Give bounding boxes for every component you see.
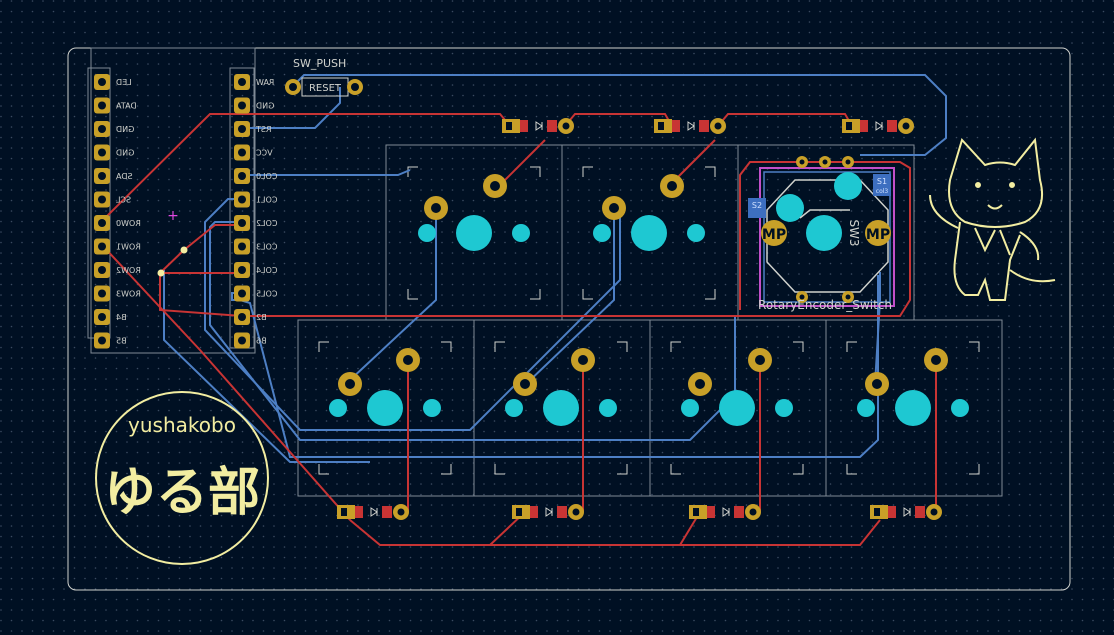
right-header-pin-label: COL4 <box>256 266 277 275</box>
switch-corner-marks <box>318 166 980 475</box>
board-outline <box>67 47 1071 591</box>
s1-sub-label: col3 <box>876 188 889 195</box>
left-header-pin[interactable]: B5 <box>94 332 127 349</box>
origin-marker: + <box>167 208 179 224</box>
encoder-label: RotaryEncoder_Switch <box>758 298 892 312</box>
mp-label-left: MP <box>762 227 786 243</box>
key-switch[interactable] <box>857 348 969 426</box>
left-header-pin[interactable]: ROW3 <box>94 285 141 302</box>
mp-label-right: MP <box>866 227 890 243</box>
right-header-pin[interactable]: B6 <box>234 332 267 349</box>
key-switch[interactable] <box>329 348 441 426</box>
diodes <box>337 118 942 520</box>
brand-text: yushakobo <box>128 413 236 437</box>
encoder-ref: SW3 <box>847 219 861 246</box>
right-header-pin[interactable]: COL2 <box>234 215 277 231</box>
left-header-pin-label: ROW2 <box>116 266 141 275</box>
left-header-pin[interactable]: ROW1 <box>94 238 141 255</box>
key-switch[interactable] <box>593 174 705 251</box>
reset-switch[interactable]: SW_PUSH RESET <box>285 57 363 97</box>
right-header-pin-label: RAW <box>256 78 274 87</box>
left-header-pin-label: B4 <box>116 313 127 322</box>
right-header-pin[interactable]: COL1 <box>234 191 277 208</box>
key-switch-footprints <box>329 174 969 426</box>
left-header-pin[interactable]: B4 <box>94 309 127 325</box>
right-header-pin-label: COL3 <box>256 243 277 252</box>
left-header-pin-label: DATA <box>115 102 136 111</box>
left-header-pin[interactable]: DATA <box>94 97 137 114</box>
right-header-pin[interactable]: GND <box>234 97 274 114</box>
left-header-pin[interactable]: GND <box>94 144 134 161</box>
reset-label: RESET <box>309 83 342 94</box>
diode[interactable] <box>502 118 574 134</box>
right-header-pin-label: COL2 <box>256 219 277 228</box>
right-header-pin-label: COL5 <box>256 290 277 299</box>
logo-text: ゆる部 <box>104 463 260 523</box>
left-header-pin-label: GND <box>116 125 134 134</box>
right-header-pin-label: B2 <box>256 313 267 322</box>
diode[interactable] <box>654 118 726 134</box>
right-header-pin[interactable]: COL4 <box>234 262 277 278</box>
right-header-pin[interactable]: COL0 <box>234 168 277 184</box>
left-header-pin-label: SDA <box>115 172 132 181</box>
via[interactable] <box>180 246 188 254</box>
via[interactable] <box>157 269 165 277</box>
s1-label: S1 <box>877 177 887 186</box>
key-switch[interactable] <box>681 348 793 426</box>
right-header-pin[interactable]: COL3 <box>234 238 277 255</box>
right-header-pin[interactable]: RAW <box>234 74 274 90</box>
left-header-pin[interactable]: LED <box>94 74 132 90</box>
left-header-pin-label: ROW1 <box>116 243 141 252</box>
right-header-pin-label: RST <box>256 125 272 134</box>
rotary-encoder[interactable]: MP MP SW3 S1 col3 S2 RotaryEncoder_Switc… <box>748 156 895 312</box>
right-header-pin-label: VCC <box>256 149 273 158</box>
left-header-pin[interactable]: ROW0 <box>94 215 141 231</box>
right-header-pin-label: COL1 <box>256 196 277 205</box>
key-switch[interactable] <box>418 174 530 251</box>
diode[interactable] <box>512 504 584 520</box>
left-header-pin-label: ROW3 <box>116 290 141 299</box>
left-header-pin-label: ROW0 <box>116 219 141 228</box>
left-header-pin-label: GND <box>116 149 134 158</box>
diode[interactable] <box>870 504 942 520</box>
right-header-pin[interactable]: COL5 <box>234 285 277 302</box>
s2-label: S2 <box>752 201 762 210</box>
diode[interactable] <box>842 118 914 134</box>
back-copper-traces <box>163 74 947 463</box>
right-header-pin[interactable]: RST <box>234 121 272 137</box>
key-switch[interactable] <box>505 348 617 426</box>
right-header-pin-label: B6 <box>256 337 267 346</box>
diode[interactable] <box>689 504 761 520</box>
right-header-pin-label: COL0 <box>256 172 277 181</box>
left-header-pin-label: B5 <box>116 337 127 346</box>
right-header-pin-label: GND <box>256 102 274 111</box>
yushakobo-logo: yushakobo ゆる部 <box>95 391 269 565</box>
left-header-pin-label: SCL <box>115 196 131 205</box>
left-header-pin[interactable]: ROW2 <box>94 262 141 278</box>
diode[interactable] <box>337 504 409 520</box>
sw-push-label: SW_PUSH <box>293 57 346 70</box>
left-header-pin-label: LED <box>116 78 132 87</box>
left-header-pin[interactable]: SDA <box>94 168 133 184</box>
left-header-pin[interactable]: SCL <box>94 191 131 208</box>
left-header-pin[interactable]: GND <box>94 121 134 137</box>
right-header-pin[interactable]: VCC <box>234 144 273 161</box>
right-header-pin[interactable]: B2 <box>234 309 267 325</box>
cat-drawing <box>929 137 1056 301</box>
